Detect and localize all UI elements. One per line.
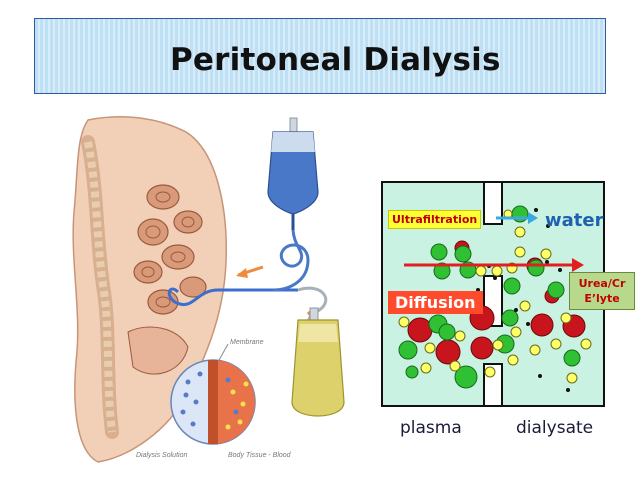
diffusion-label: Diffusion — [388, 291, 483, 314]
inflow-tubing — [272, 229, 310, 292]
diffusion-arrow — [404, 258, 584, 272]
catheter — [167, 287, 298, 307]
plasma-label: plasma — [400, 418, 462, 438]
dialysis-solution-label: Dialysis Solution — [136, 452, 187, 459]
membrane-label: Membrane — [230, 339, 264, 346]
peritoneal-dialysis-illustration: Membrane Dialysis Solution Body Tissue -… — [72, 116, 345, 463]
ultrafiltration-label: Ultrafiltration — [388, 210, 482, 229]
urea-electrolyte-label: Urea/Cr E’lyte — [569, 272, 635, 310]
green-particles — [398, 205, 581, 389]
title-banner — [34, 18, 606, 94]
intestines — [133, 184, 207, 315]
water-label: water — [545, 210, 604, 231]
dialysate-label: dialysate — [516, 418, 594, 438]
drainage-bag — [291, 307, 345, 417]
solute-specks — [450, 208, 570, 392]
fresh-dialysate-bag — [267, 117, 319, 230]
water-arrow — [496, 212, 538, 224]
membrane-wall-top — [483, 181, 503, 225]
membrane-cross-section — [170, 343, 256, 445]
page-title: Peritoneal Dialysis — [170, 42, 501, 78]
urea-label-line1: Urea/Cr — [578, 277, 626, 290]
urea-label-line2: E’lyte — [584, 292, 620, 305]
body-tissue-label: Body Tissue - Blood — [228, 452, 292, 459]
